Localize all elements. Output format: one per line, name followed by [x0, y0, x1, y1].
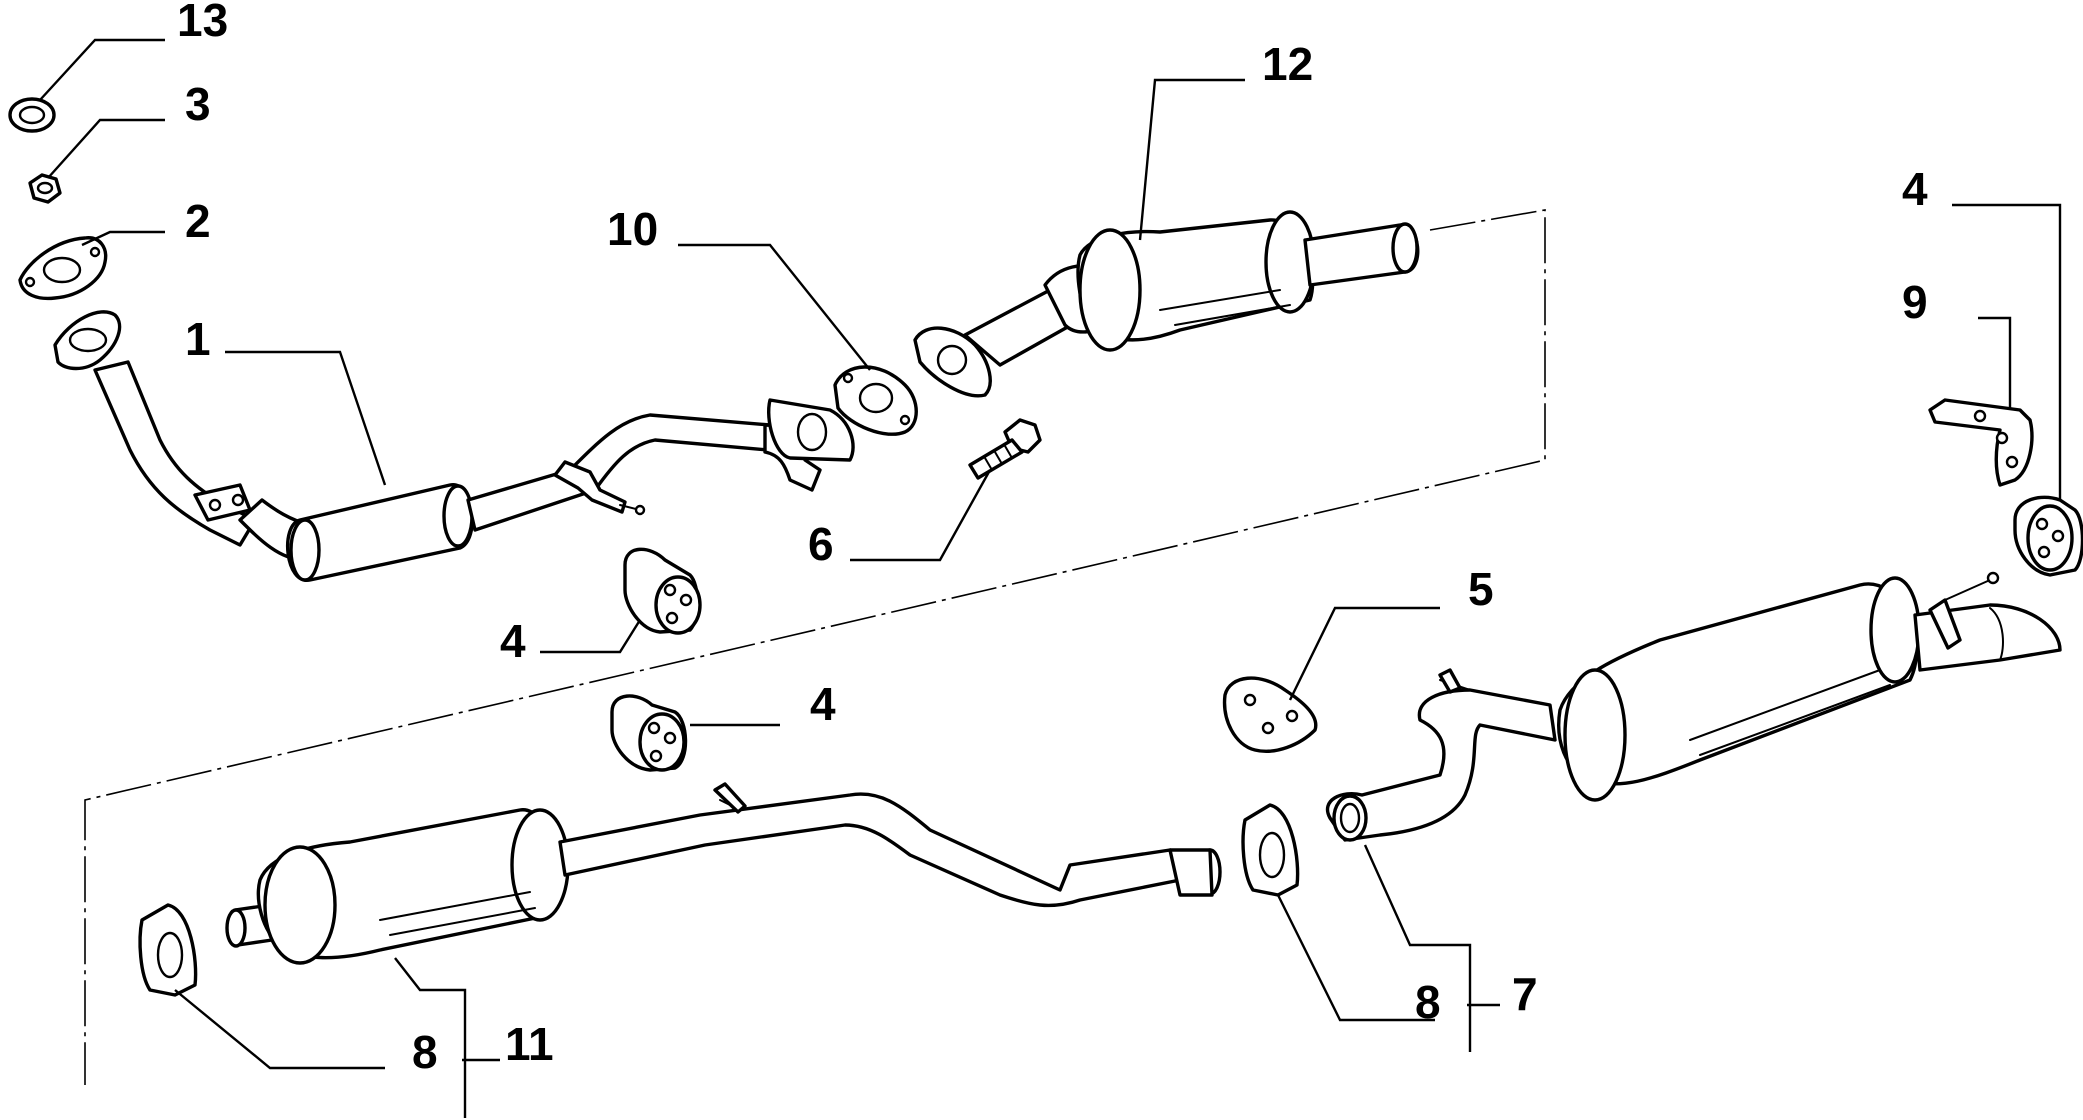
part-8-clamp-left[interactable]: [138, 903, 198, 997]
part-3-nut[interactable]: [28, 173, 62, 204]
callout-7: 7: [1512, 968, 1538, 1020]
callout-4-upper: 4: [500, 615, 526, 667]
part-5-hanger-plate[interactable]: [1222, 676, 1318, 753]
callout-3: 3: [185, 78, 211, 130]
part-4-rubber-hanger-lower[interactable]: [610, 694, 688, 772]
callout-8-right: 8: [1415, 976, 1441, 1028]
callout-4-right: 4: [1902, 163, 1928, 215]
part-8-clamp-right[interactable]: [1241, 803, 1300, 897]
part-13-sealing-ring[interactable]: [8, 97, 56, 133]
part-10-flange-gasket[interactable]: [833, 365, 918, 436]
part-9-bracket[interactable]: [1928, 398, 2034, 487]
part-7-rear-silencer[interactable]: [1326, 571, 2062, 842]
part-2-gasket[interactable]: [18, 236, 108, 301]
part-4-rubber-hanger-right[interactable]: [2013, 495, 2083, 577]
part-1-front-exhaust-pipe[interactable]: [53, 310, 855, 582]
callout-labels: 13 3 2 1 10 12 6 4 4 4 9 5 8 11 8 7: [177, 0, 1928, 1078]
part-11-middle-silencer[interactable]: [225, 782, 1222, 965]
callout-1: 1: [185, 313, 211, 365]
callout-8-left: 8: [412, 1026, 438, 1078]
callout-4-lower: 4: [810, 678, 836, 730]
part-6-bolt[interactable]: [968, 418, 1042, 480]
leader-lines: [39, 38, 2062, 1118]
callout-10: 10: [607, 203, 658, 255]
callout-6: 6: [808, 518, 834, 570]
callout-11: 11: [505, 1018, 554, 1070]
callout-9: 9: [1902, 276, 1928, 328]
callout-2: 2: [185, 195, 211, 247]
part-4-rubber-hanger-upper[interactable]: [623, 547, 702, 635]
callout-12: 12: [1262, 38, 1313, 90]
callout-5: 5: [1468, 563, 1494, 615]
part-12-catalytic-converter[interactable]: [913, 210, 1420, 398]
group-boundary-lines: [84, 209, 1546, 1085]
callout-13: 13: [177, 0, 228, 46]
